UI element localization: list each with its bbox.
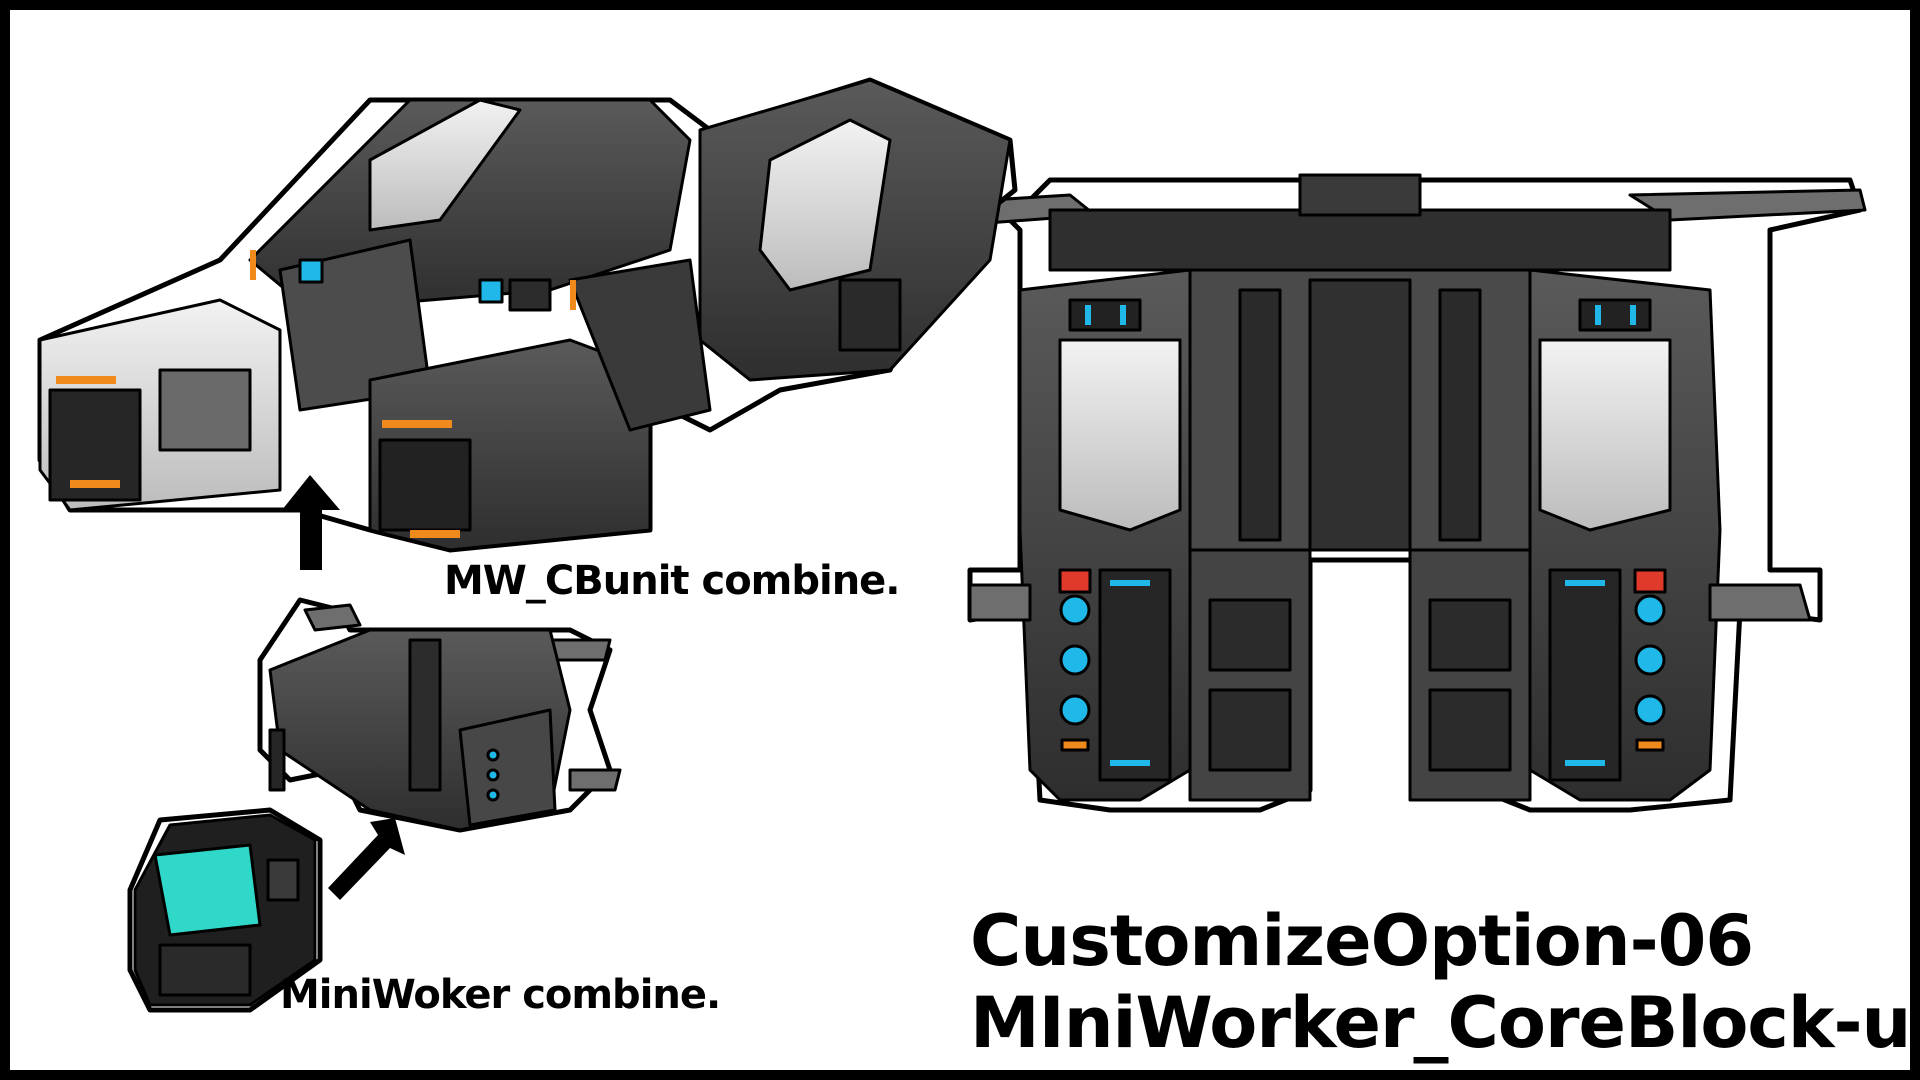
mech-illustration bbox=[37, 77, 1867, 1013]
title-block: CustomizeOption-06 MIniWorker_CoreBlock-… bbox=[970, 900, 1910, 1064]
coreblock-unit-small bbox=[257, 597, 622, 833]
miniworker-cube bbox=[127, 807, 323, 1013]
caption-mw-cbunit: MW_CBunit combine. bbox=[444, 558, 900, 604]
arrow-up-icon bbox=[282, 475, 340, 570]
mw-cbunit-combined bbox=[37, 77, 1018, 553]
title-line-1: CustomizeOption-06 bbox=[970, 900, 1754, 982]
caption-miniwoker: MiniWoker combine. bbox=[280, 972, 721, 1018]
arrow-diagonal-icon bbox=[328, 818, 405, 900]
illustration-frame: MW_CBunit combine. MiniWoker combine. Cu… bbox=[10, 10, 1910, 1070]
title-line-2: MIniWorker_CoreBlock-unit. bbox=[970, 982, 1910, 1064]
coreblock-unit-large bbox=[908, 173, 1867, 813]
